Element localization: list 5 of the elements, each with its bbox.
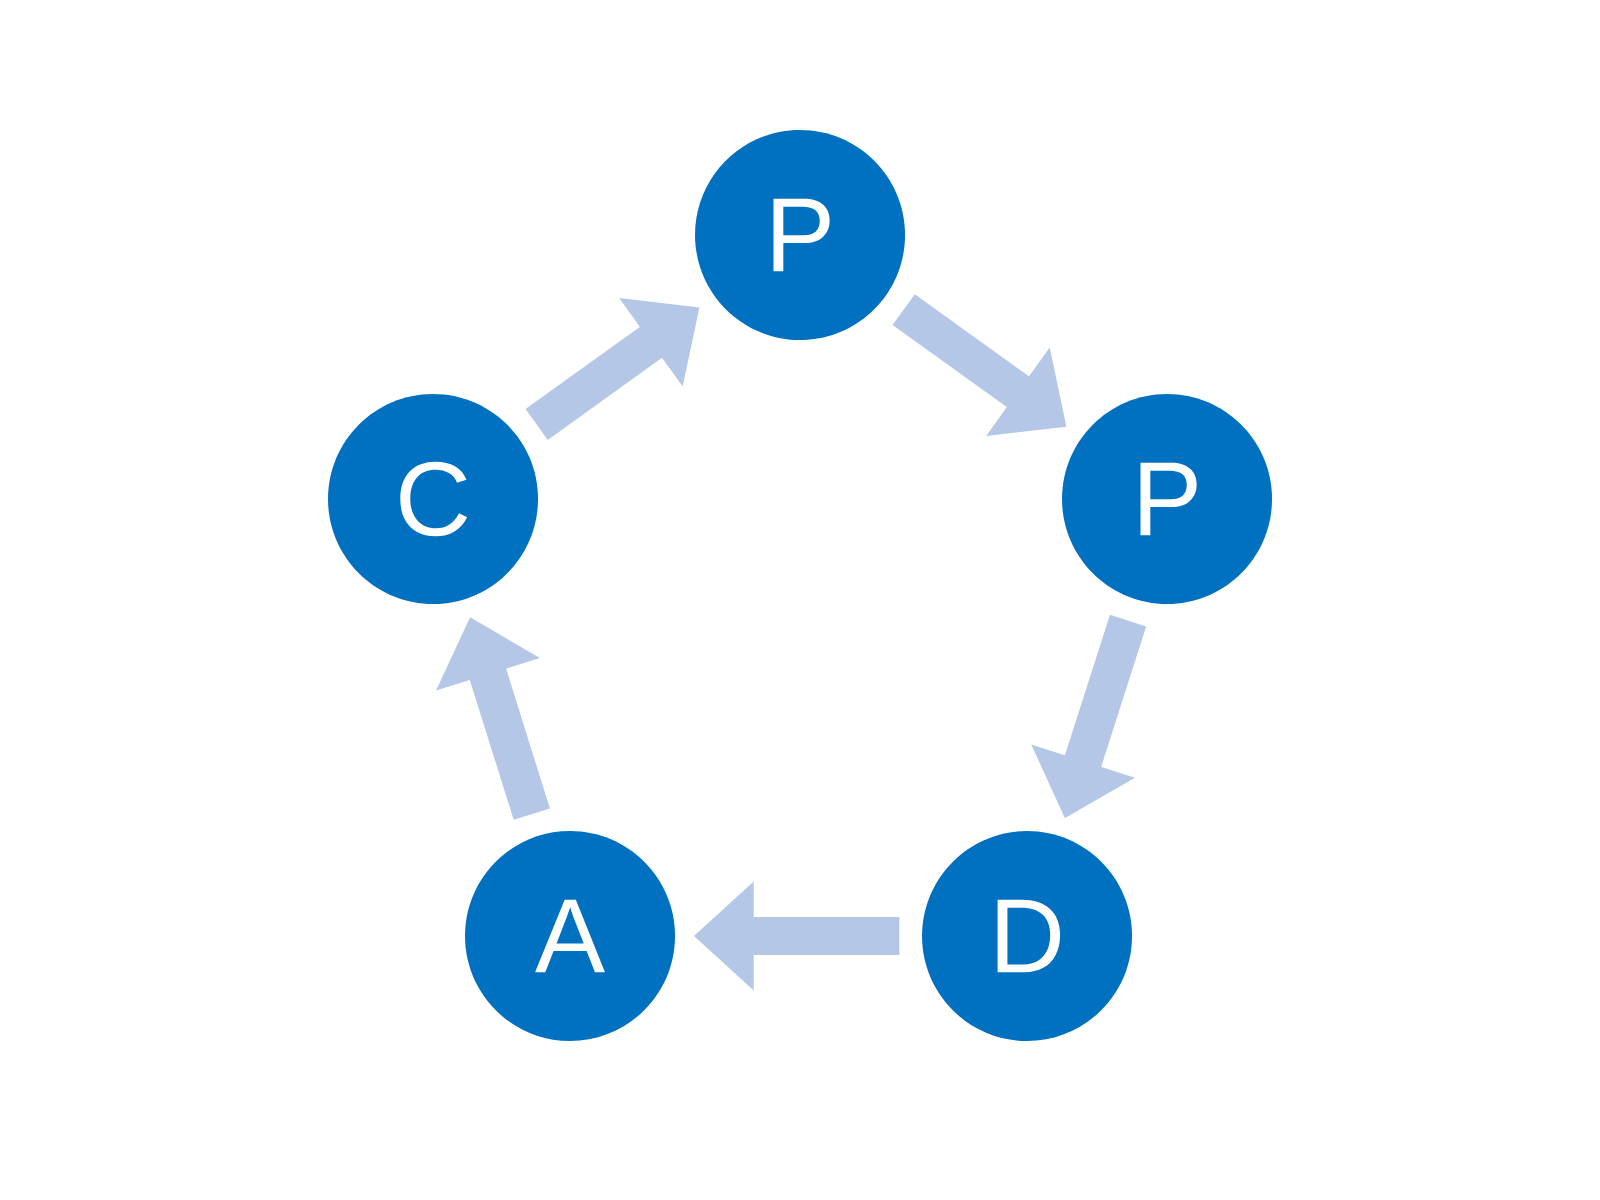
circle-node: D	[922, 831, 1132, 1042]
circle-node: P	[1062, 394, 1272, 605]
circle-node: A	[465, 831, 675, 1042]
circle-node: C	[328, 394, 538, 605]
circle-node: P	[695, 130, 905, 340]
